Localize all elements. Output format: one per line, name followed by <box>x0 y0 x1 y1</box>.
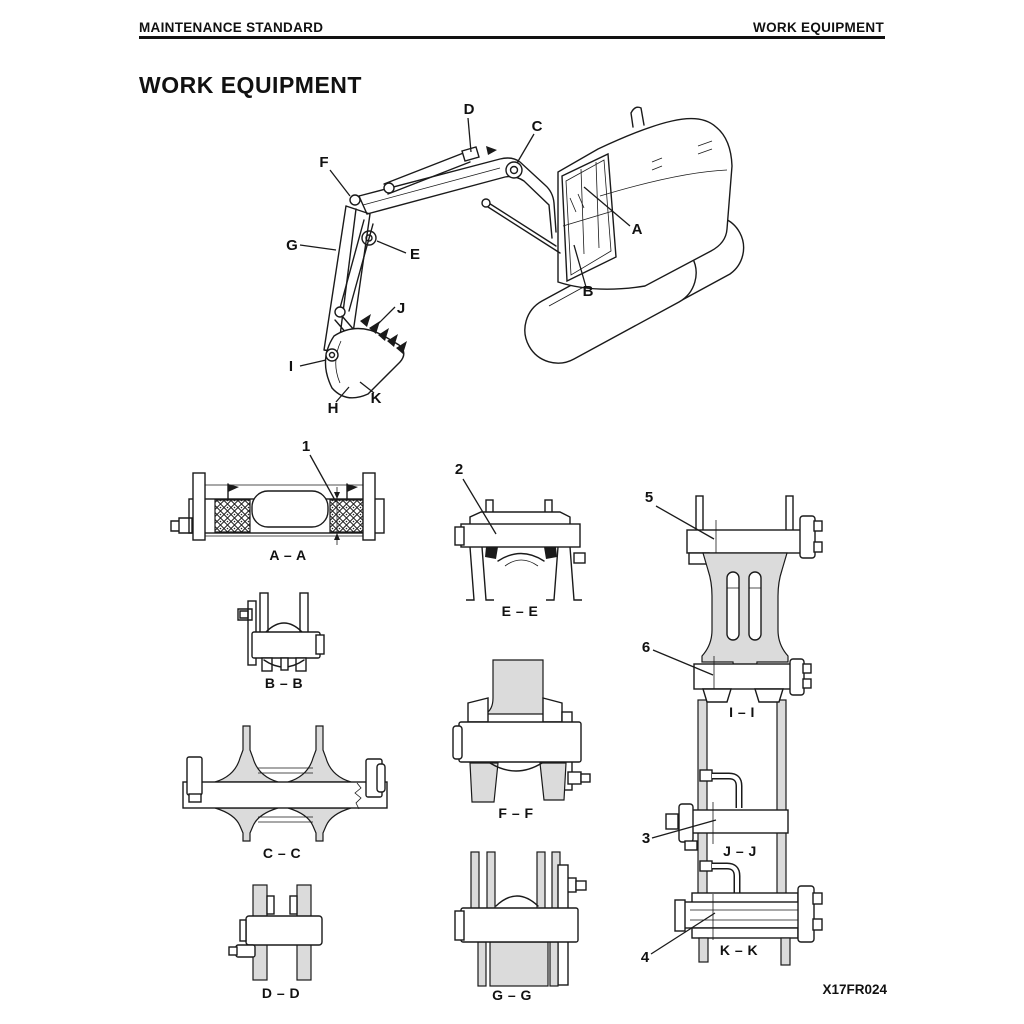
section-ff-label: F – F <box>498 805 533 821</box>
page-title: WORK EQUIPMENT <box>139 72 362 98</box>
section-bb-label: B – B <box>265 675 303 691</box>
header-rule <box>139 36 885 39</box>
part-label-f: F <box>319 154 328 171</box>
section-ee-drawing: 2 E – E <box>454 461 586 619</box>
section-ff-drawing: F – F <box>452 659 591 821</box>
section-kk-label: K – K <box>720 942 758 958</box>
section-dd-label: D – D <box>262 985 300 1001</box>
callout-1-leader <box>309 454 337 503</box>
part-label-a: A <box>632 221 643 238</box>
callout-3-leader <box>651 819 717 839</box>
section-ii-jj-kk-drawing: 5 6 3 4 I – I J – J K – K <box>641 489 823 966</box>
machine-part-labels: A B C D E F G H I J K <box>286 101 642 417</box>
part-label-e: E <box>410 246 420 263</box>
part-label-j: J <box>397 300 405 317</box>
part-label-k: K <box>371 390 382 407</box>
section-gg-label: G – G <box>492 987 532 1003</box>
machine-part-leaders <box>299 117 631 403</box>
part-label-d: D <box>464 101 475 118</box>
callout-2-leader <box>462 478 497 535</box>
section-bb-drawing: B – B <box>237 592 325 691</box>
section-aa-label: A – A <box>269 547 306 563</box>
part-label-c: C <box>532 118 543 135</box>
callout-5-leader <box>655 505 715 540</box>
section-jj-label: J – J <box>723 843 757 859</box>
section-ii-label: I – I <box>729 704 755 720</box>
part-label-g: G <box>286 237 298 254</box>
section-ee-label: E – E <box>502 603 539 619</box>
header-right-title: WORK EQUIPMENT <box>753 20 884 35</box>
part-label-b: B <box>583 283 594 300</box>
callout-6: 6 <box>642 639 650 656</box>
callout-1: 1 <box>302 438 310 455</box>
section-cc-drawing: C – C <box>182 725 388 861</box>
callout-2: 2 <box>455 461 463 478</box>
section-gg-drawing: G – G <box>454 851 587 1003</box>
callout-4: 4 <box>641 949 650 966</box>
part-label-i: I <box>289 358 293 375</box>
callout-6-leader <box>652 649 714 676</box>
header-left-title: MAINTENANCE STANDARD <box>139 20 324 35</box>
section-cc-label: C – C <box>263 845 301 861</box>
machine-overview-drawing: A B C D E F G H I J K <box>286 101 745 417</box>
section-aa-drawing: 1 A – A <box>170 438 385 563</box>
part-label-h: H <box>328 400 339 417</box>
callout-3: 3 <box>642 830 650 847</box>
callout-4-leader <box>650 912 716 955</box>
figure-code: X17FR024 <box>822 982 887 997</box>
callout-5: 5 <box>645 489 653 506</box>
section-dd-drawing: D – D <box>228 884 323 1001</box>
